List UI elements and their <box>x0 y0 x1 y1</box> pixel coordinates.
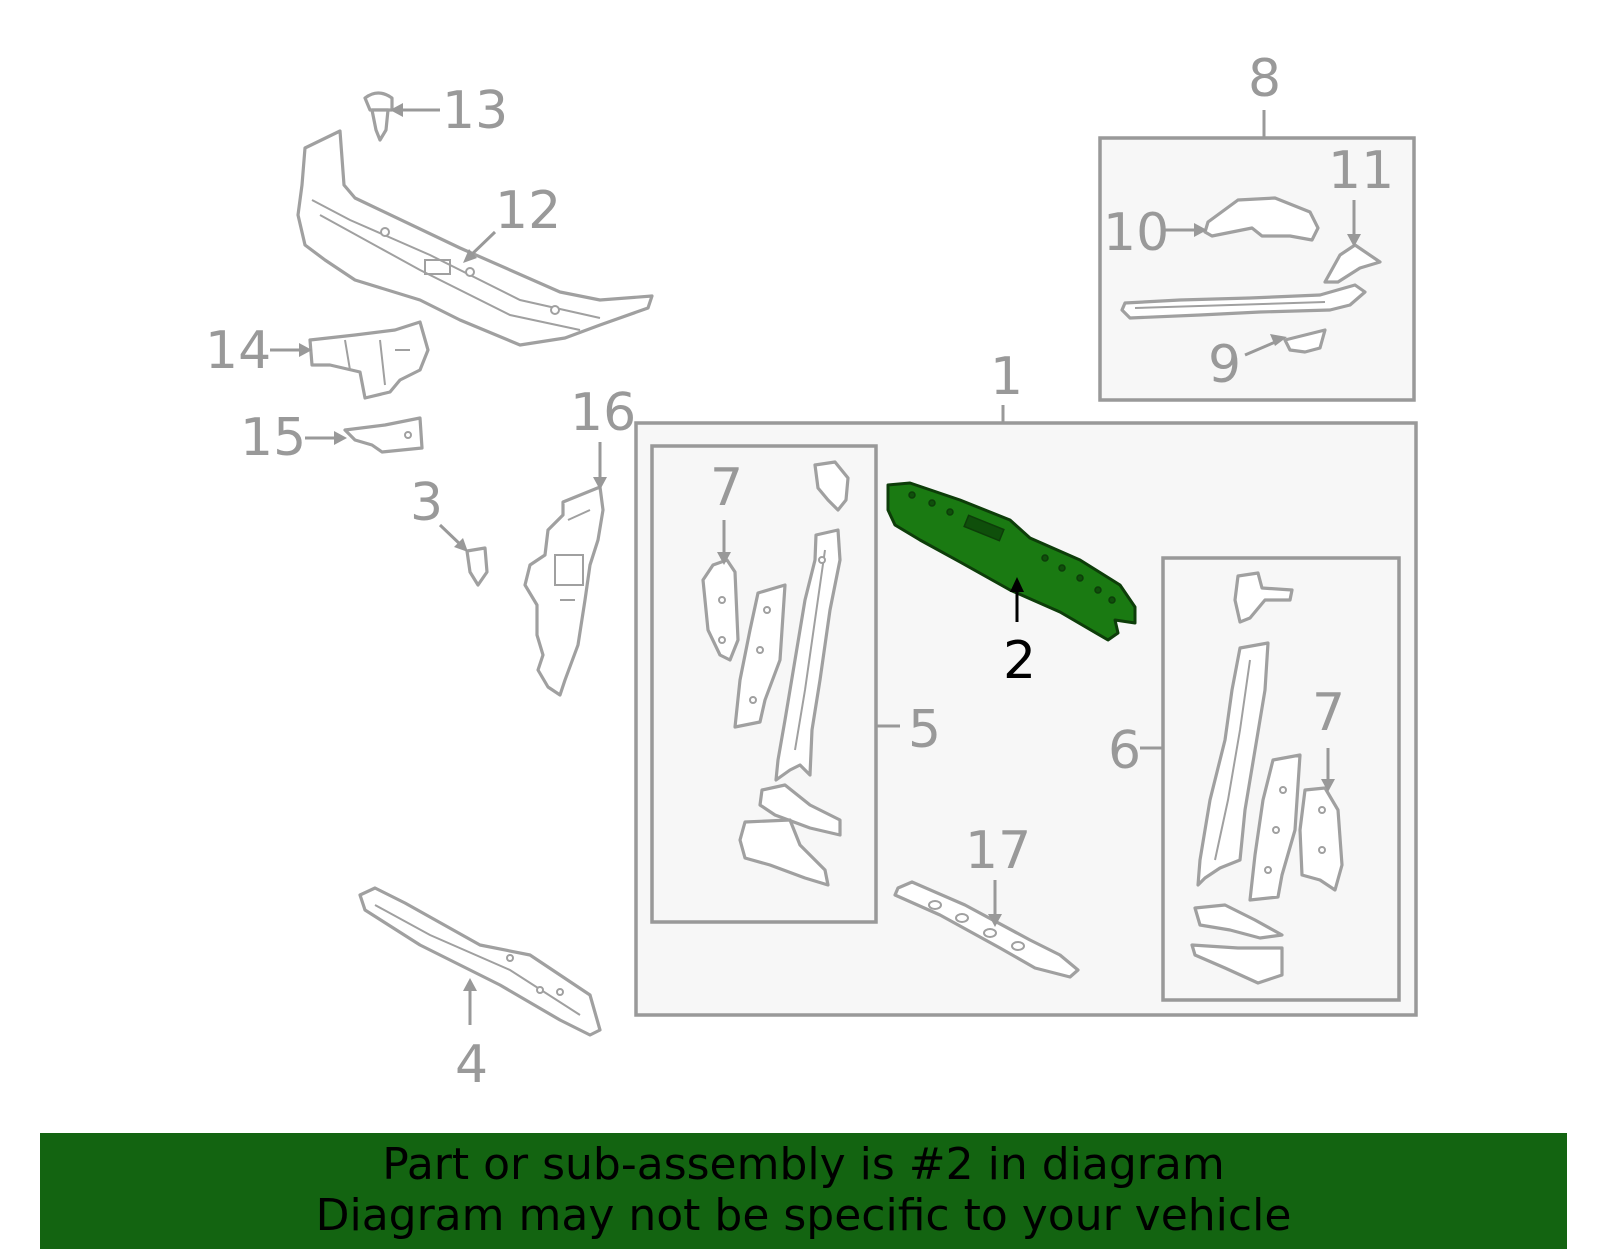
part-5-side-member-left[interactable] <box>774 528 842 782</box>
part-5-lower-bracket-b[interactable] <box>738 818 830 887</box>
part-6-side-member-right[interactable] <box>1196 641 1270 887</box>
banner-line-2: Diagram may not be specific to your vehi… <box>315 1190 1292 1241</box>
info-banner: Part or sub-assembly is #2 in diagram Di… <box>40 1133 1567 1249</box>
callout-9: 9 <box>1208 335 1241 395</box>
callout-16: 16 <box>570 383 636 443</box>
part-6-lower-bracket-b[interactable] <box>1190 943 1284 985</box>
part-9-bracket[interactable] <box>1283 328 1327 354</box>
part-14-bracket[interactable] <box>308 320 430 400</box>
part-6-top-bracket-right[interactable] <box>1233 571 1294 624</box>
part-6-lower-bracket-a[interactable] <box>1193 903 1284 940</box>
callout-5: 5 <box>908 700 941 760</box>
callout-17: 17 <box>965 821 1031 881</box>
part-4-lower-tie-bar[interactable] <box>358 886 602 1037</box>
callout-10: 10 <box>1103 203 1169 263</box>
part-15-bracket[interactable] <box>343 416 424 454</box>
callout-4: 4 <box>455 1035 488 1095</box>
callout-7-left: 7 <box>710 458 743 518</box>
part-13-clip[interactable] <box>363 91 394 142</box>
part-6-inner-panel-right[interactable] <box>1248 753 1302 902</box>
banner-line-1: Part or sub-assembly is #2 in diagram <box>382 1139 1225 1190</box>
callout-12: 12 <box>495 181 561 241</box>
part-12-upper-support[interactable] <box>296 129 654 347</box>
callout-11: 11 <box>1328 141 1394 201</box>
callout-1: 1 <box>990 347 1023 407</box>
part-3-clip[interactable] <box>465 546 489 587</box>
part-7-left-bracket[interactable] <box>701 558 740 662</box>
part-7-right-bracket[interactable] <box>1298 786 1344 892</box>
part-16-side-support[interactable] <box>523 485 605 697</box>
callout-13: 13 <box>442 81 508 141</box>
part-8-upper-member[interactable] <box>1120 283 1367 320</box>
callout-7-right: 7 <box>1312 683 1345 743</box>
part-5-top-bracket-left[interactable] <box>813 460 850 512</box>
callout-3: 3 <box>410 473 443 533</box>
part-2-highlighted-tie-bar[interactable] <box>886 481 1137 642</box>
part-10-bracket[interactable] <box>1203 196 1320 242</box>
part-5-lower-bracket-a[interactable] <box>758 783 842 837</box>
callout-14: 14 <box>205 321 271 381</box>
part-17-reinforcement[interactable] <box>893 880 1080 979</box>
callout-15: 15 <box>240 408 306 468</box>
callout-2: 2 <box>1003 631 1036 691</box>
callout-6: 6 <box>1108 721 1141 781</box>
part-5-inner-panel-left[interactable] <box>733 583 787 729</box>
callout-8: 8 <box>1248 49 1281 109</box>
leaders <box>270 103 1361 1025</box>
